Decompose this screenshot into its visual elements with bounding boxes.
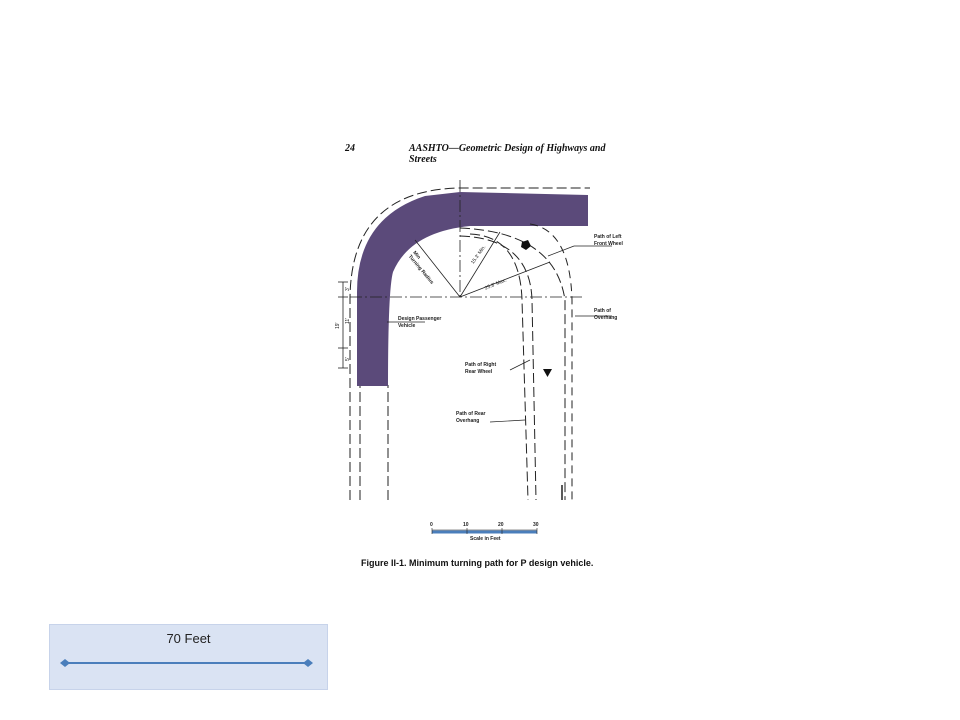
label-right-rear-wheel: Path of Right Rear Wheel xyxy=(465,362,497,375)
dim-19ft: 19' xyxy=(335,322,341,329)
legend-label: 70 Feet xyxy=(166,631,211,646)
scale-bar xyxy=(431,528,538,534)
min-radius-line xyxy=(459,231,501,298)
dim-3ft: 3' xyxy=(345,287,351,291)
scale-title: Scale in Feet xyxy=(470,536,501,542)
label-left-front-wheel: Path of Left Front Wheel xyxy=(594,234,623,247)
rear-overhang-path xyxy=(469,233,529,501)
outer-right-path xyxy=(529,223,573,500)
right-rear-wheel-path xyxy=(459,235,537,501)
vehicle-swept-path xyxy=(357,192,588,386)
scale-tick-20: 20 xyxy=(498,522,504,528)
label-rear-overhang: Path of Rear Overhang xyxy=(456,411,486,424)
turning-radius-line xyxy=(414,239,461,298)
left-front-wheel-path xyxy=(459,227,566,500)
figure-caption: Figure II-1. Minimum turning path for P … xyxy=(361,558,594,568)
scale-tick-0: 0 xyxy=(430,522,433,528)
book-title: AASHTO—Geometric Design of Highways and … xyxy=(409,143,606,165)
dim-11ft: 11' xyxy=(345,317,351,324)
scale-tick-30: 30 xyxy=(533,522,539,528)
label-overhang: Path of Overhang xyxy=(594,308,618,321)
wheel-marker-pentagon xyxy=(521,240,531,250)
legend-scale-line xyxy=(60,659,313,667)
dim-5ft: 5' xyxy=(345,357,351,361)
scale-tick-10: 10 xyxy=(463,522,469,528)
wheel-marker-triangle xyxy=(543,369,552,377)
scale-legend-box: 70 Feet xyxy=(49,624,328,690)
page-header: 24 AASHTO—Geometric Design of Highways a… xyxy=(345,143,635,165)
page-number: 24 xyxy=(345,143,355,154)
label-vehicle: Design Passenger Vehicle xyxy=(398,316,442,329)
outer-overhang-path xyxy=(349,187,590,500)
max-radius-line xyxy=(459,261,551,298)
